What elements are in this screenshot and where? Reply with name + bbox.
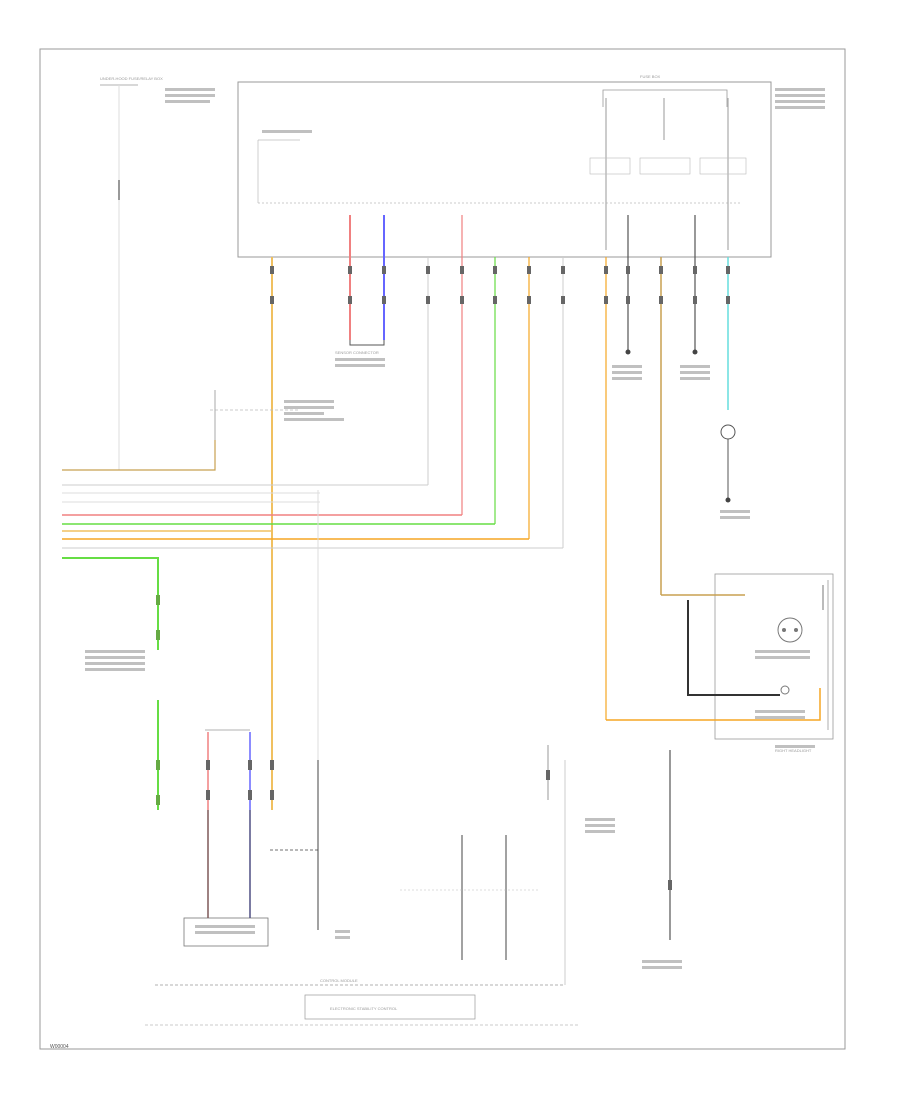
control-module-box [237,81,772,258]
fuse-left-title: UNDER-HOOD FUSE/RELAY BOX [100,76,163,81]
relay-box-2 [639,157,691,175]
bottom-module-box [183,917,269,947]
fuse-right-title: FUSE BOX [640,74,661,79]
right-headlight-label: RIGHT HEADLIGHT [775,748,812,753]
bottom-label-1: CONTROL MODULE [320,978,358,983]
relay-box-3 [699,157,747,175]
bus-lines [62,440,563,810]
black-wire-to-headlight [687,600,780,696]
ground-dot-3 [725,497,731,503]
pin-wires [271,215,729,810]
lamp-symbol [720,424,736,440]
pin-connector-marks [270,266,730,304]
diagram-frame [39,48,846,1050]
headlight-bulb [777,617,803,643]
fuse-box-frame [602,89,728,107]
green-wire-marks [156,595,160,805]
sensor-loop [349,340,385,346]
sensor-connector-label: SENSOR CONNECTOR [335,350,379,355]
ground-dot-1 [625,349,631,355]
relay-box-1 [589,157,631,175]
label-block-marks [85,88,825,969]
bottom-label-2: ELECTRONIC STABILITY CONTROL [330,1006,398,1011]
page-id: W00004 [50,1044,69,1050]
right-headlight-box [714,573,834,740]
orange-wire-to-headlight [606,688,821,721]
ground-dot-2 [692,349,698,355]
